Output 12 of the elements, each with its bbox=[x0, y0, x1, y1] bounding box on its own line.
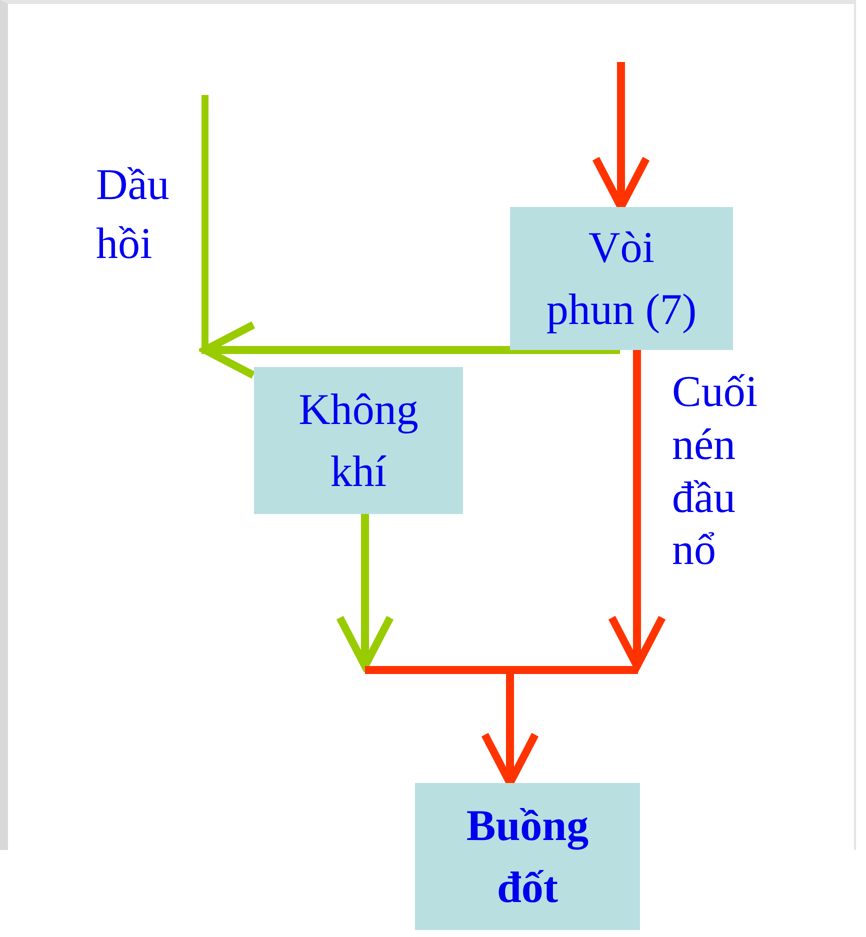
process-box bbox=[510, 207, 733, 350]
arrow bbox=[608, 350, 666, 670]
pipe-label: Dầu hồi bbox=[96, 159, 170, 270]
process-box bbox=[254, 367, 463, 514]
process-box bbox=[415, 783, 640, 930]
junction-bar bbox=[365, 666, 638, 674]
box-label: Buồng đốt bbox=[465, 800, 590, 914]
box-label: Không khí bbox=[298, 384, 420, 498]
box-label: Vòi phun (7) bbox=[545, 222, 698, 336]
edge-label: Cuối nén đầu nổ bbox=[672, 366, 759, 576]
arrow bbox=[336, 514, 394, 670]
arrow bbox=[201, 321, 620, 379]
